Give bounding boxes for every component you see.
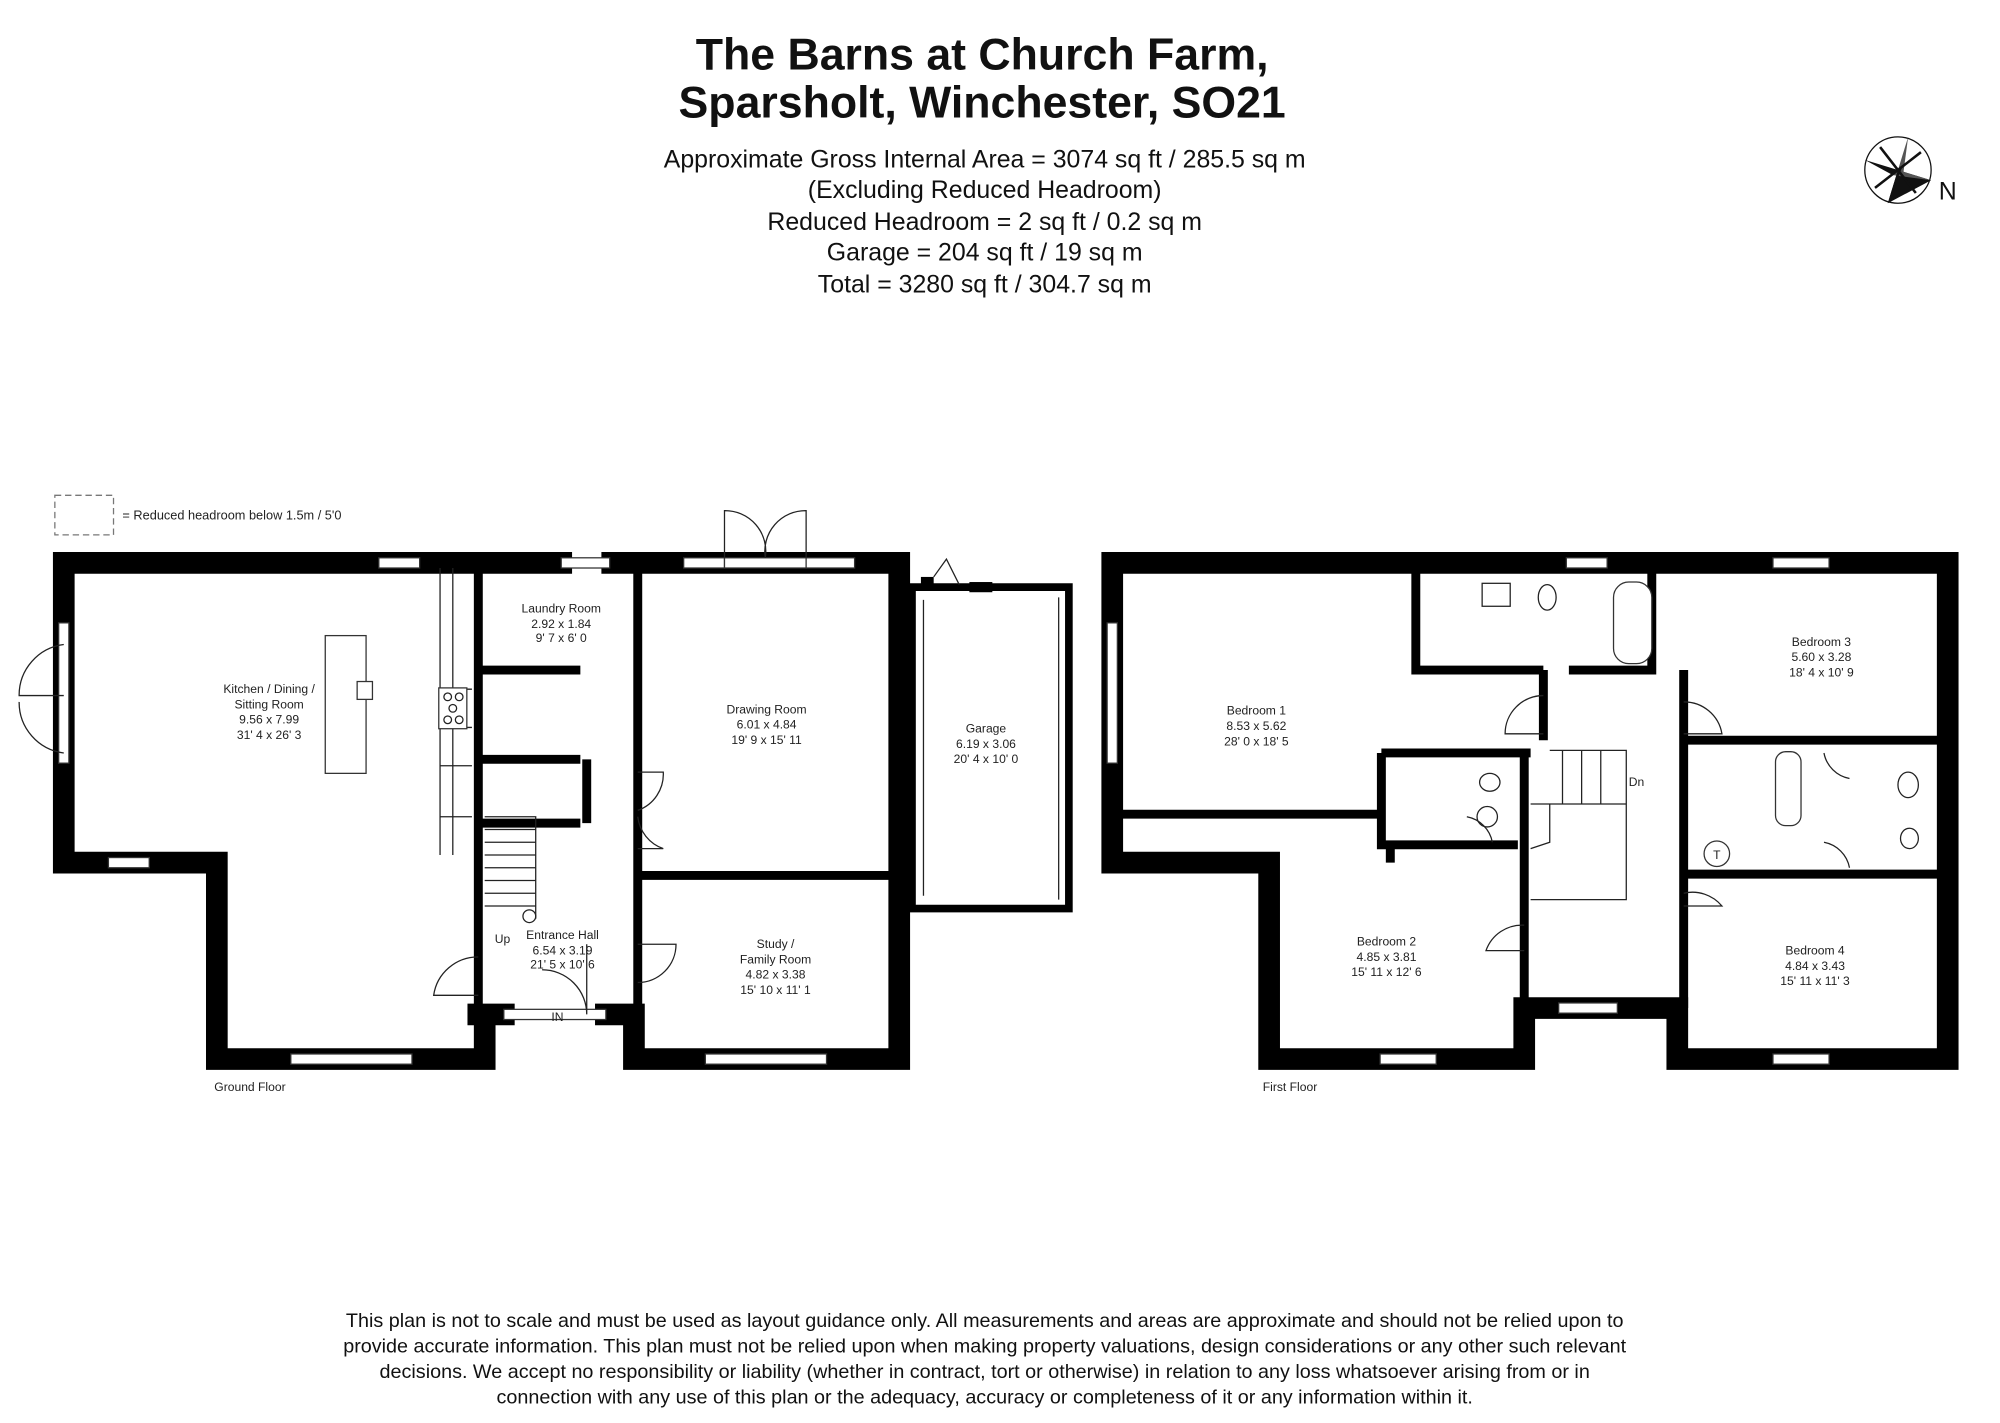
ground-floor-plan: Kitchen / Dining / Sitting Room 9.56 x 7… <box>18 509 1073 1094</box>
title-line-2: Sparsholt, Winchester, SO21 <box>679 79 1286 128</box>
window <box>1772 1053 1830 1065</box>
drawing-room-dimensions-metric: 6.01 x 4.84 <box>737 718 797 732</box>
entrance-in-label: IN <box>551 1010 563 1024</box>
sink-icon <box>356 680 374 701</box>
laundry-dimensions-metric: 2.92 x 1.84 <box>531 617 591 631</box>
front-door[interactable] <box>503 1008 607 1021</box>
basin-icon <box>1481 582 1511 607</box>
french-doors[interactable] <box>723 557 807 569</box>
header: The Barns at Church Farm, Sparsholt, Win… <box>664 30 1306 298</box>
window <box>1772 557 1830 569</box>
bedroom-3-dimensions-metric: 5.60 x 3.28 <box>1791 650 1851 664</box>
entrance-hall-dimensions-metric: 6.54 x 3.19 <box>533 943 593 957</box>
reduced-headroom-swatch <box>54 494 115 536</box>
bedroom-3-label: Bedroom 3 <box>1792 635 1851 649</box>
disclaimer-line-3: decisions. We accept no responsibility o… <box>380 1361 1590 1383</box>
study-dimensions-imperial: 15' 10 x 11' 1 <box>740 983 811 997</box>
laundry-dimensions-imperial: 9' 7 x 6' 0 <box>536 631 587 645</box>
stairs-up-label: Up <box>495 932 511 946</box>
kitchen-dimensions-imperial: 31' 4 x 26' 3 <box>237 728 302 742</box>
window <box>704 1053 828 1065</box>
laundry-door[interactable] <box>560 557 611 569</box>
garage-label: Garage <box>966 722 1007 736</box>
staircase <box>1530 749 1627 901</box>
kitchen-dimensions-metric: 9.56 x 7.99 <box>239 713 299 727</box>
window <box>378 557 421 569</box>
entrance-hall-label: Entrance Hall <box>526 928 599 942</box>
bedroom-4-dimensions-imperial: 15' 11 x 11' 3 <box>1780 974 1850 988</box>
basin-icon <box>1897 771 1920 799</box>
entrance-hall-dimensions-imperial: 21' 5 x 10' 6 <box>530 958 595 972</box>
basin-icon <box>1476 805 1499 828</box>
bedroom-1-dimensions-metric: 8.53 x 5.62 <box>1226 719 1286 733</box>
water-tank-label: T <box>1713 848 1721 862</box>
bath-icon <box>1774 751 1802 827</box>
area-gross-internal: Approximate Gross Internal Area = 3074 s… <box>664 145 1306 173</box>
window <box>107 856 150 869</box>
area-total: Total = 3280 sq ft / 304.7 sq m <box>818 270 1152 298</box>
window <box>805 557 856 569</box>
window <box>683 557 726 569</box>
bedroom-2-dimensions-metric: 4.85 x 3.81 <box>1357 950 1417 964</box>
disclaimer-line-2: provide accurate information. This plan … <box>343 1335 1626 1357</box>
kitchen-island <box>324 634 367 774</box>
window <box>1565 557 1608 569</box>
kitchen-label-2: Sitting Room <box>234 697 303 711</box>
laundry-label: Laundry Room <box>522 602 601 616</box>
ground-floor-label: Ground Floor <box>214 1080 285 1094</box>
bedroom-4-label: Bedroom 4 <box>1785 943 1844 957</box>
disclaimer-line-4: connection with any use of this plan or … <box>497 1386 1473 1408</box>
window-doors[interactable] <box>1106 622 1118 764</box>
study-label: Study / <box>757 937 795 951</box>
study-label-2: Family Room <box>740 952 811 966</box>
area-excluding-note: (Excluding Reduced Headroom) <box>808 176 1162 204</box>
compass-rose-icon <box>1864 136 1932 204</box>
toilet-icon <box>1478 772 1501 792</box>
kitchen-label: Kitchen / Dining / <box>223 682 315 696</box>
drawing-room-label: Drawing Room <box>727 702 807 716</box>
drawing-room-dimensions-imperial: 19' 9 x 15' 11 <box>731 733 802 747</box>
study-dimensions-metric: 4.82 x 3.38 <box>746 968 806 982</box>
disclaimer: This plan is not to scale and must be us… <box>343 1310 1626 1409</box>
bedroom-4-dimensions-metric: 4.84 x 3.43 <box>1785 959 1845 973</box>
first-floor-label: First Floor <box>1263 1080 1318 1094</box>
window <box>1379 1053 1437 1065</box>
window <box>290 1053 413 1065</box>
bedroom-2-dimensions-imperial: 15' 11 x 12' 6 <box>1351 965 1422 979</box>
compass-north-label: N <box>1939 177 1957 205</box>
first-floor-plan: T Bedroom 1 8.53 x 5.62 28' 0 x 18' 5 Be… <box>1101 552 1959 1094</box>
water-tank-icon <box>1703 840 1731 868</box>
title-line-1: The Barns at Church Farm, <box>696 30 1269 79</box>
disclaimer-line-1: This plan is not to scale and must be us… <box>346 1310 1624 1332</box>
bath-icon <box>1612 581 1653 665</box>
french-doors[interactable] <box>58 622 70 764</box>
area-garage: Garage = 204 sq ft / 19 sq m <box>827 239 1143 267</box>
toilet-icon <box>1537 583 1557 611</box>
bedroom-2-label: Bedroom 2 <box>1357 935 1416 949</box>
bedroom-3-dimensions-imperial: 18' 4 x 10' 9 <box>1789 665 1854 679</box>
toilet-icon <box>1899 827 1920 850</box>
stairs-down-label: Dn <box>1629 775 1644 789</box>
garage-dimensions-metric: 6.19 x 3.06 <box>956 737 1016 751</box>
bedroom-1-dimensions-imperial: 28' 0 x 18' 5 <box>1224 734 1289 748</box>
staircase <box>484 816 537 924</box>
area-reduced-headroom: Reduced Headroom = 2 sq ft / 0.2 sq m <box>767 208 1202 236</box>
bedroom-1-label: Bedroom 1 <box>1227 704 1286 718</box>
reduced-headroom-legend: = Reduced headroom below 1.5m / 5'0 <box>122 508 341 523</box>
garage-dimensions-imperial: 20' 4 x 10' 0 <box>954 752 1019 766</box>
window <box>1558 1002 1618 1014</box>
